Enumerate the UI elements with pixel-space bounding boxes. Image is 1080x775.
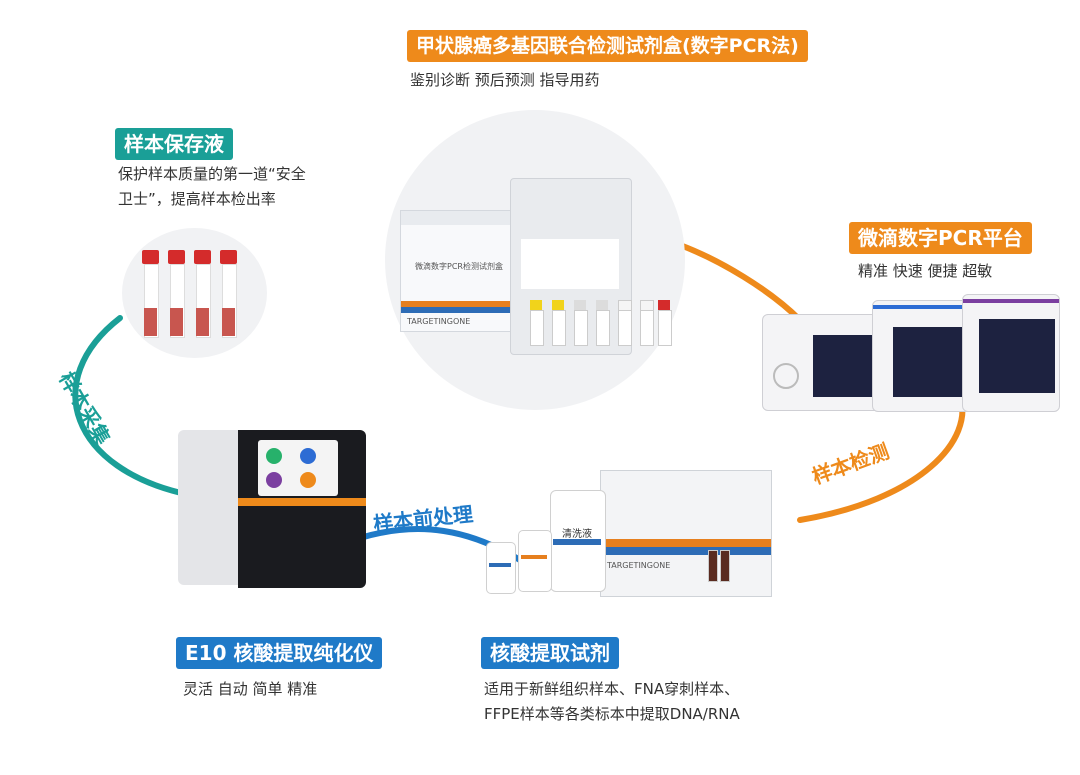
sample-liquid-desc-2: 卫士”，提高样本检出率 (118, 190, 276, 208)
e10-desc: 灵活 自动 简单 精准 (183, 680, 318, 698)
reagent-desc-2: FFPE样本等各类标本中提取DNA/RNA (484, 705, 740, 723)
platform-desc: 精准 快速 便捷 超敏 (858, 262, 993, 280)
kit-platform-arc (677, 242, 803, 323)
detection-arc (797, 392, 966, 523)
kit-box-name: 微滴数字PCR检测试剂盒 (415, 262, 503, 271)
extraction-instrument-icon (178, 430, 368, 595)
reagent-kit-icon: TARGETINGONE 清洗液 (480, 470, 780, 600)
kit-tubes (530, 300, 672, 360)
reagent-bottle-label: 清洗液 (562, 529, 592, 540)
kit-product-circle: 微滴数字PCR检测试剂盒 TARGETINGONE (385, 110, 685, 410)
kit-bag (510, 178, 632, 355)
collection-arc (72, 315, 193, 498)
kit-box: 微滴数字PCR检测试剂盒 TARGETINGONE (400, 210, 517, 332)
reagent-tag: 核酸提取试剂 (481, 637, 619, 669)
pcr-instrument-icon (762, 294, 1062, 414)
sample-tube-icon (142, 250, 242, 340)
reagent-box-brand: TARGETINGONE (607, 561, 671, 570)
kit-desc: 鉴别诊断 预后预测 指导用药 (410, 71, 600, 89)
kit-title-tag: 甲状腺癌多基因联合检测试剂盒(数字PCR法) (407, 30, 808, 62)
sample-liquid-desc-1: 保护样本质量的第一道“安全 (118, 165, 306, 183)
sample-liquid-tag: 样本保存液 (115, 128, 233, 160)
e10-tag: E10 核酸提取纯化仪 (176, 637, 383, 669)
reagent-desc-1: 适用于新鲜组织样本、FNA穿刺样本、 (484, 680, 740, 698)
platform-tag: 微滴数字PCR平台 (849, 222, 1032, 254)
kit-box-brand: TARGETINGONE (407, 317, 471, 326)
sample-tube-circle (122, 228, 267, 358)
